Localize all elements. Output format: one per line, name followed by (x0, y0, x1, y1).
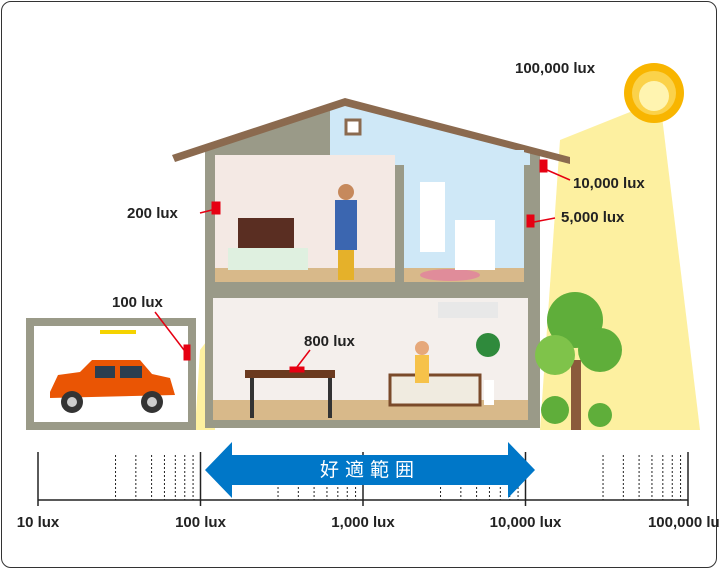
sunlight-beam (540, 100, 700, 430)
scale-tick-label: 10 lux (16, 514, 60, 531)
optimal-range-arrow (205, 442, 535, 498)
tree-icon (535, 292, 622, 430)
scale-tick-label: 100 lux (175, 514, 226, 531)
optimal-range-label: 好適範囲 (319, 459, 420, 481)
roof (172, 98, 570, 164)
scale-tick-label: 10,000 lux (489, 514, 562, 531)
scale-tick-label: 100,000 lux (647, 514, 720, 531)
label-eaves: 10,000 lux (573, 175, 645, 192)
label-dining: 800 lux (304, 333, 355, 350)
label-garage: 100 lux (112, 294, 163, 311)
sensor-markers (154, 159, 571, 373)
car-icon (50, 360, 175, 413)
label-window: 5,000 lux (561, 209, 625, 226)
label-sun: 100,000 lux (515, 60, 596, 77)
lux-scale (37, 452, 689, 506)
scale-tick-label: 1,000 lux (331, 514, 395, 531)
sun-icon (624, 63, 684, 123)
label-bedroom: 200 lux (127, 205, 178, 222)
